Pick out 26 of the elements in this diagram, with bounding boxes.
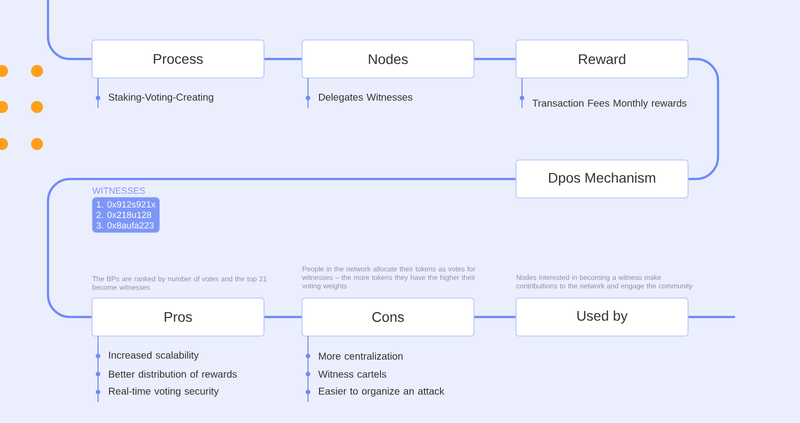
connector-line	[474, 316, 516, 318]
bullet-text: Transaction Fees Monthly rewards	[532, 99, 686, 109]
connector-line	[264, 58, 302, 60]
process-box: Cons	[302, 298, 474, 336]
connector-line	[46, 178, 516, 318]
connector-line	[688, 58, 720, 180]
witness-list: 1. 0x912s921x 2. 0x218u128 3. 0x8aufa223	[92, 197, 160, 233]
connector-line	[264, 316, 302, 318]
process-box: Process	[92, 40, 264, 78]
list-heading: WITNESSES	[92, 187, 145, 194]
bullet-text: More centralization	[319, 352, 403, 360]
bullet-text: Easier to organize an attack	[319, 387, 444, 397]
bullet-text: Staking-Voting-Creating	[108, 93, 214, 103]
process-box: Nodes	[302, 40, 474, 78]
process-box: Used by	[516, 298, 688, 336]
bullet-text: Delegates Witnesses	[319, 93, 412, 103]
connector-line	[474, 58, 516, 60]
process-box: Pros	[92, 298, 264, 336]
connector-line	[46, 0, 92, 60]
bullet-text: Better distribution of rewards	[109, 370, 237, 378]
bullet-text: Witness cartels	[318, 370, 386, 378]
connector-line	[688, 316, 735, 318]
bullet-text: Increased scalability	[109, 351, 199, 361]
process-box: Reward	[516, 40, 688, 78]
bullet-text: Real-time voting security	[109, 387, 219, 397]
process-box: Dpos Mechanism	[516, 160, 688, 198]
